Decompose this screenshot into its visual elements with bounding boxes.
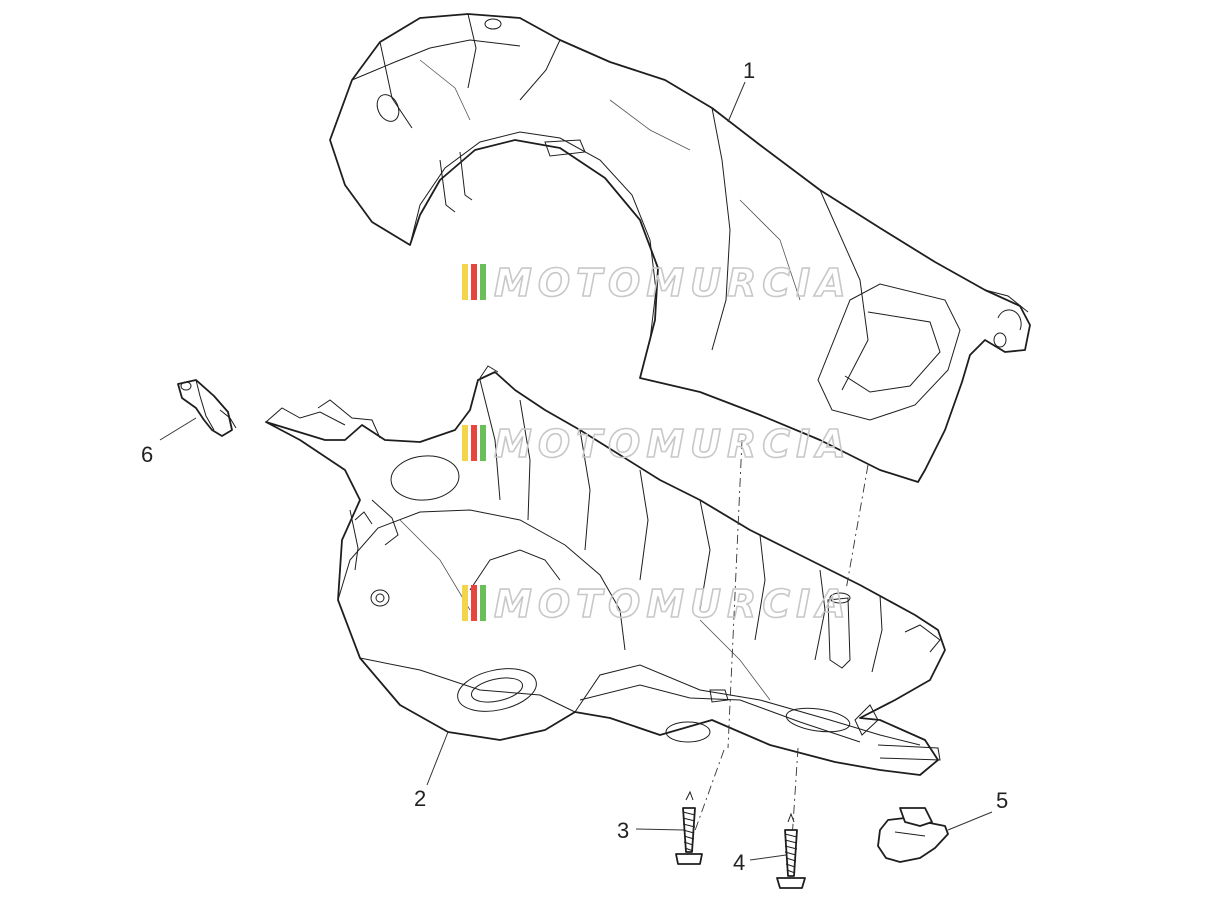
watermark-top: MOTOMURCIA [462, 260, 852, 306]
watermark-text: MOTOMURCIA [494, 422, 852, 466]
part-1-upper-cover [329, 13, 1031, 483]
callout-2: 2 [414, 786, 426, 811]
leader-4 [749, 854, 787, 861]
watermark-bottom: MOTOMURCIA [462, 581, 852, 627]
part-6-bracket [177, 379, 237, 437]
alignment-line-right [845, 464, 869, 591]
callout-6: 6 [141, 442, 153, 467]
part-5-clip [877, 807, 949, 863]
part-4-screw [776, 747, 806, 889]
part-2-lower-cover [265, 365, 946, 776]
leader-6 [159, 417, 197, 441]
part-3-screw [675, 749, 725, 865]
watermark-text: MOTOMURCIA [494, 582, 852, 626]
leader-1 [727, 81, 746, 123]
leader-5 [947, 811, 993, 831]
leader-3 [635, 828, 685, 831]
alignment-line-left [727, 439, 743, 749]
callout-5: 5 [996, 788, 1008, 813]
callout-4: 4 [733, 850, 745, 875]
watermark-text: MOTOMURCIA [494, 261, 852, 305]
callout-1: 1 [743, 58, 755, 83]
watermark-middle: MOTOMURCIA [462, 421, 852, 467]
leader-2 [426, 731, 449, 786]
callout-3: 3 [617, 818, 629, 843]
